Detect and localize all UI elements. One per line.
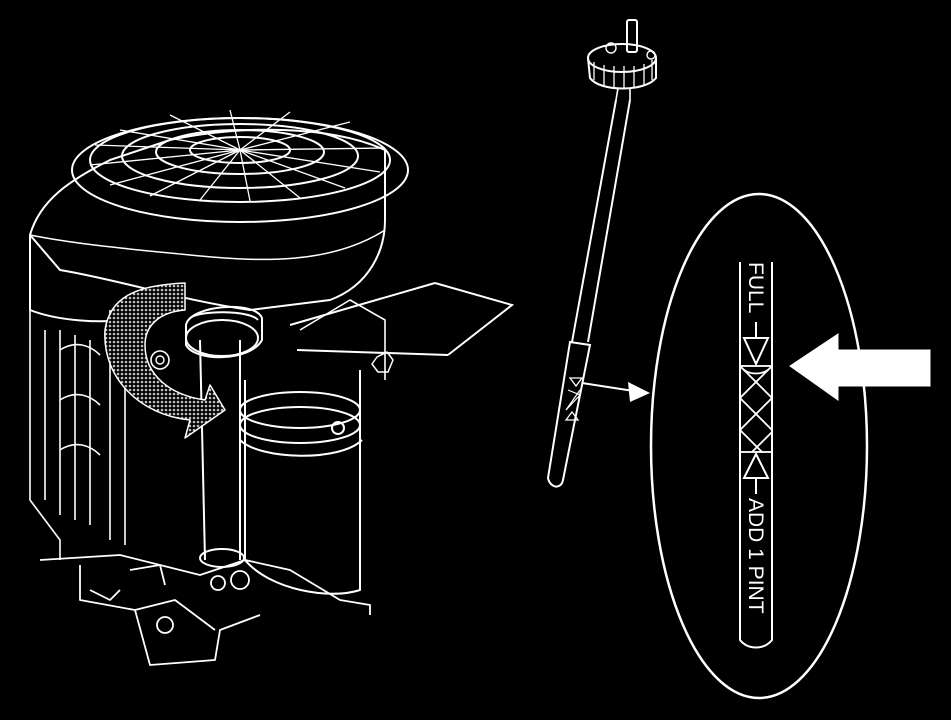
crankcase (239, 299, 394, 595)
full-label: FULL (744, 262, 767, 313)
blower-housing (29, 128, 386, 311)
scale-blade (739, 262, 773, 649)
dipstick (546, 19, 657, 488)
magnifier-ellipse (649, 192, 869, 700)
safe-range-hatch (739, 365, 773, 453)
engine-base (39, 554, 371, 666)
engine (29, 109, 409, 666)
air-cleaner-cover (71, 109, 409, 223)
magnified-view: FULL ADD 1 PINT (649, 192, 931, 700)
dipstick-cap (587, 19, 657, 101)
dipstick-tube (185, 305, 263, 568)
level-indicator-arrow (789, 333, 931, 401)
dipstick-rod (571, 99, 631, 343)
add-one-pint-label: ADD 1 PINT (744, 498, 767, 614)
callout-lines (289, 282, 515, 356)
full-marker-arrow (742, 337, 770, 367)
add-marker-arrow (742, 451, 770, 479)
dipstick-blade (546, 340, 592, 488)
oil-fill-rotation-arrow (104, 282, 226, 439)
